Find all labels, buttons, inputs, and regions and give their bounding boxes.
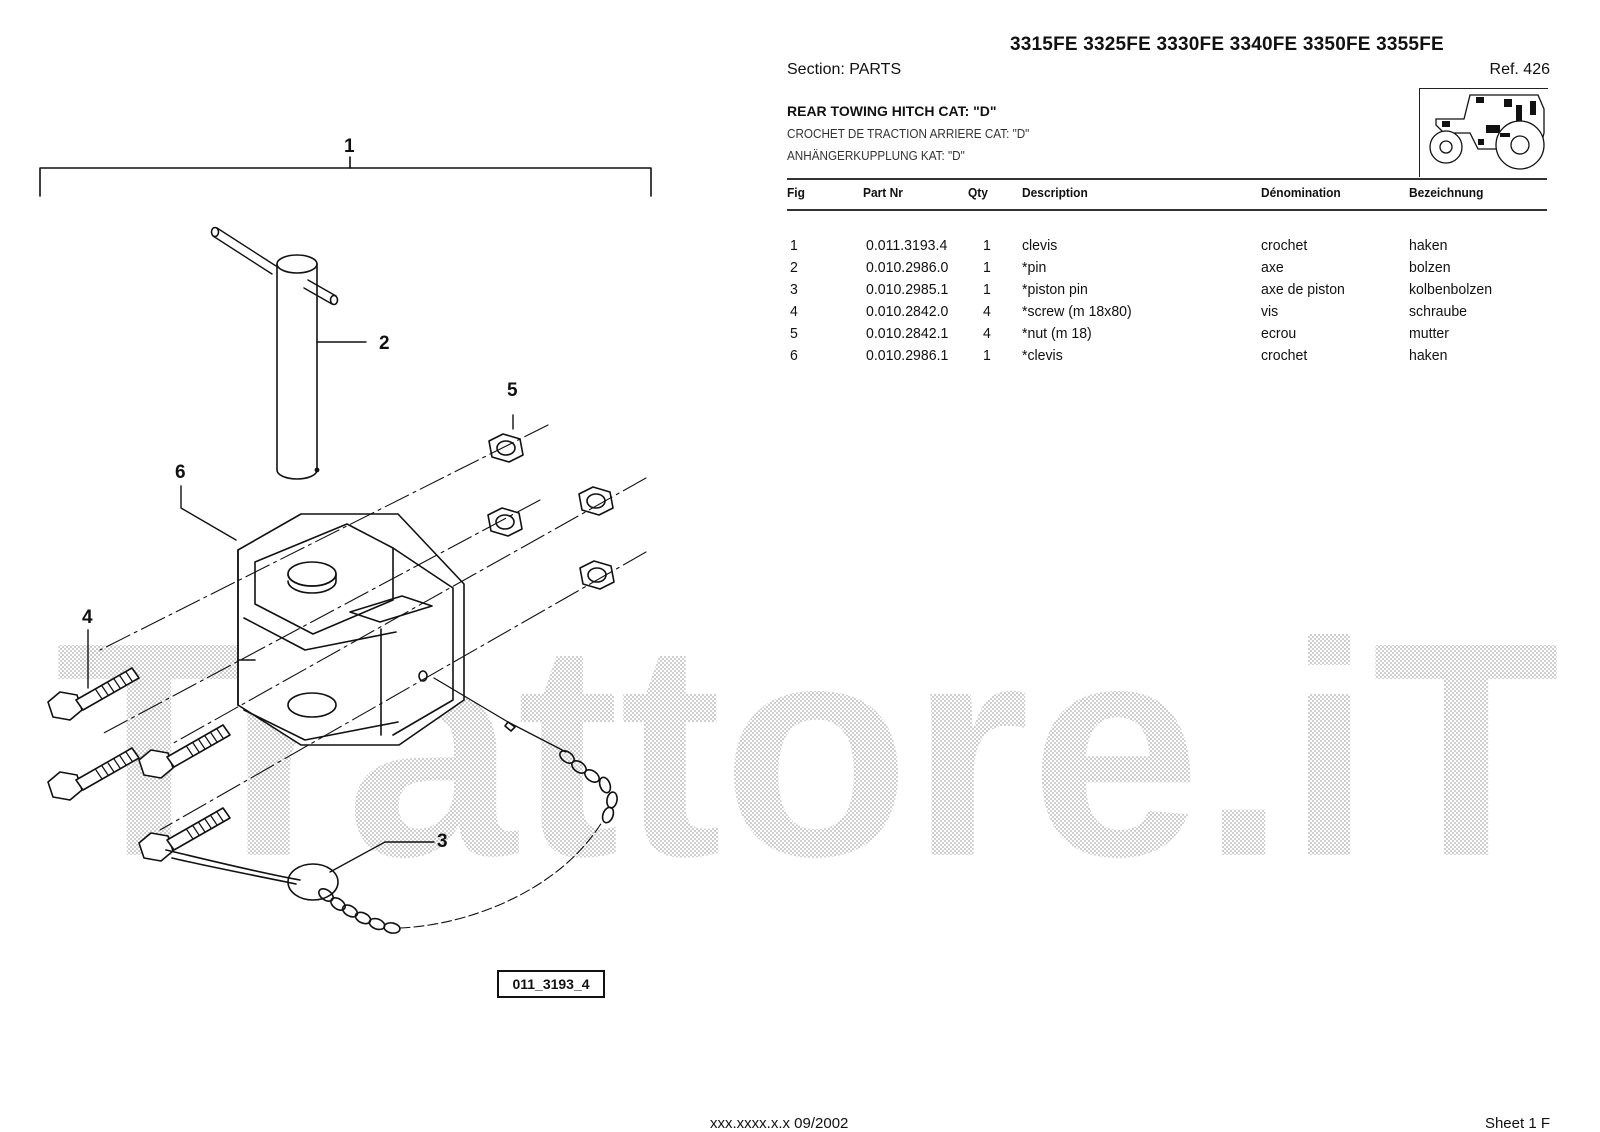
cell-qty: 1	[983, 259, 991, 276]
cell-denomination: axe	[1261, 259, 1284, 276]
cell-description: *pin	[1022, 259, 1047, 276]
column-header-bezeichnung: Bezeichnung	[1409, 185, 1484, 200]
footer-document-code: xxx.xxxx.x.x 09/2002	[710, 1115, 849, 1132]
part-3-piston-pin-chain	[165, 677, 618, 934]
cell-description: *screw (m 18x80)	[1022, 303, 1132, 320]
tractor-icon	[1429, 94, 1545, 170]
column-header-description: Description	[1022, 185, 1088, 200]
table-top-rule	[787, 178, 1547, 180]
part-5-nuts	[487, 414, 615, 590]
table-row: 6 0.010.2986.1 1 *clevis crochet haken	[0, 347, 1600, 367]
callout-labels: 1 2 3 4 5 6	[82, 136, 518, 852]
cell-bezeichnung: kolbenbolzen	[1409, 281, 1493, 298]
callout-2: 2	[379, 333, 390, 354]
cell-fig: 6	[790, 347, 798, 364]
cell-fig: 2	[790, 259, 798, 276]
part-6-clevis-body	[237, 513, 465, 746]
cell-qty: 4	[983, 325, 991, 342]
callout-3: 3	[437, 831, 448, 852]
cell-bezeichnung: mutter	[1409, 325, 1449, 342]
table-row: 3 0.010.2985.1 1 *piston pin axe de pist…	[0, 281, 1600, 301]
callout-6: 6	[175, 462, 186, 483]
sheet-number: Sheet 1 F	[1484, 1115, 1550, 1132]
cell-bezeichnung: bolzen	[1409, 259, 1451, 276]
cell-denomination: axe de piston	[1261, 281, 1345, 298]
cell-part-nr: 0.011.3193.4	[866, 237, 948, 254]
table-row: 4 0.010.2842.0 4 *screw (m 18x80) vis sc…	[0, 303, 1600, 323]
table-header-rule	[787, 209, 1547, 211]
cell-fig: 3	[790, 281, 798, 298]
cell-denomination: vis	[1261, 303, 1279, 320]
column-header-qty: Qty	[968, 185, 988, 200]
callout-4: 4	[82, 607, 93, 628]
callout-5: 5	[507, 380, 518, 401]
cell-description: *clevis	[1022, 347, 1063, 364]
cell-fig: 5	[790, 325, 798, 342]
part-2-pin	[210, 226, 367, 480]
title-german: ANHÄNGERKUPPLUNG KAT: "D"	[787, 148, 965, 163]
drawing-code-label: 011_3193_4	[497, 970, 605, 998]
column-header-fig: Fig	[787, 185, 805, 200]
column-header-denomination: Dénomination	[1261, 185, 1341, 200]
cell-qty: 4	[983, 303, 991, 320]
cell-part-nr: 0.010.2986.1	[866, 347, 949, 364]
cell-description: *nut (m 18)	[1022, 325, 1092, 342]
cell-part-nr: 0.010.2842.1	[866, 325, 949, 342]
column-header-part-nr: Part Nr	[863, 185, 903, 200]
title-english: REAR TOWING HITCH CAT: "D"	[787, 103, 997, 119]
cell-denomination: crochet	[1261, 347, 1308, 364]
cell-fig: 4	[790, 303, 798, 320]
model-list: 3315FE 3325FE 3330FE 3340FE 3350FE 3355F…	[1010, 34, 1444, 55]
tractor-thumbnail	[1419, 88, 1548, 177]
title-french: CROCHET DE TRACTION ARRIERE CAT: "D"	[787, 126, 1030, 141]
callout-1-bracket	[39, 156, 652, 197]
cell-part-nr: 0.010.2985.1	[866, 281, 949, 298]
cell-fig: 1	[790, 237, 798, 254]
table-row: 2 0.010.2986.0 1 *pin axe bolzen	[0, 259, 1600, 279]
callout-1: 1	[344, 136, 355, 157]
cell-denomination: crochet	[1261, 237, 1308, 254]
table-row: 1 0.011.3193.4 1 clevis crochet haken	[0, 237, 1600, 257]
cell-qty: 1	[983, 347, 991, 364]
cell-qty: 1	[983, 281, 991, 298]
bolt-axis-lines	[99, 424, 647, 831]
reference-number: Ref. 426	[1489, 61, 1550, 78]
cell-bezeichnung: haken	[1409, 347, 1448, 364]
cell-part-nr: 0.010.2842.0	[866, 303, 949, 320]
cell-denomination: ecrou	[1261, 325, 1297, 342]
cell-bezeichnung: haken	[1409, 237, 1448, 254]
cell-part-nr: 0.010.2986.0	[866, 259, 949, 276]
cell-description: *piston pin	[1022, 281, 1088, 298]
cell-description: clevis	[1022, 237, 1058, 254]
part-4-screws	[47, 629, 231, 862]
cell-qty: 1	[983, 237, 991, 254]
cell-bezeichnung: schraube	[1409, 303, 1468, 320]
section-label: Section: PARTS	[787, 61, 902, 78]
table-row: 5 0.010.2842.1 4 *nut (m 18) ecrou mutte…	[0, 325, 1600, 345]
